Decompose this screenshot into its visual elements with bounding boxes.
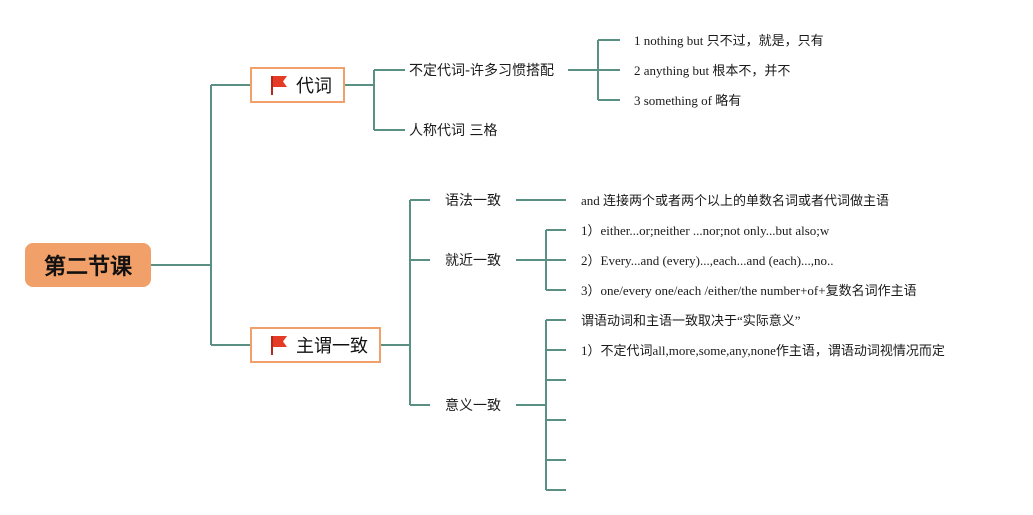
branch-pronoun-label: 代词 xyxy=(296,76,332,97)
red-flag-icon xyxy=(271,76,287,95)
leaf-actual-meaning[interactable]: 谓语动词和主语一致取决于“实际意义” xyxy=(581,313,801,328)
leaf-every-and[interactable]: 2）Every...and (every)...,each...and (eac… xyxy=(581,253,834,268)
leaf-one-every-one[interactable]: 3）one/every one/each /either/the number+… xyxy=(581,283,917,298)
red-flag-icon xyxy=(271,336,287,355)
branch-pronoun[interactable]: 代词 xyxy=(250,67,345,103)
leaf-something-of[interactable]: 3 something of 略有 xyxy=(634,93,742,108)
topic-grammatical-agreement[interactable]: 语法一致 xyxy=(445,193,501,209)
leaf-either-or[interactable]: 1）either...or;neither ...nor;not only...… xyxy=(581,223,830,238)
topic-personal-pronoun[interactable]: 人称代词 三格 xyxy=(409,123,498,139)
root-topic[interactable]: 第二节课 xyxy=(25,243,151,287)
leaf-nothing-but[interactable]: 1 nothing but 只不过，就是，只有 xyxy=(634,33,824,48)
branch-agreement[interactable]: 主谓一致 xyxy=(250,327,381,363)
leaf-anything-but[interactable]: 2 anything but 根本不，并不 xyxy=(634,63,791,78)
topic-proximity-agreement[interactable]: 就近一致 xyxy=(445,253,501,269)
leaf-indefinite-subject[interactable]: 1）不定代词all,more,some,any,none作主语，谓语动词视情况而… xyxy=(581,343,945,358)
leaf-and-connect[interactable]: and 连接两个或者两个以上的单数名词或者代词做主语 xyxy=(581,193,890,208)
root-title: 第二节课 xyxy=(43,255,132,280)
branch-agreement-label: 主谓一致 xyxy=(296,336,368,357)
topic-notional-agreement[interactable]: 意义一致 xyxy=(445,398,501,414)
topic-indefinite-pronoun[interactable]: 不定代词-许多习惯搭配 xyxy=(409,63,555,79)
